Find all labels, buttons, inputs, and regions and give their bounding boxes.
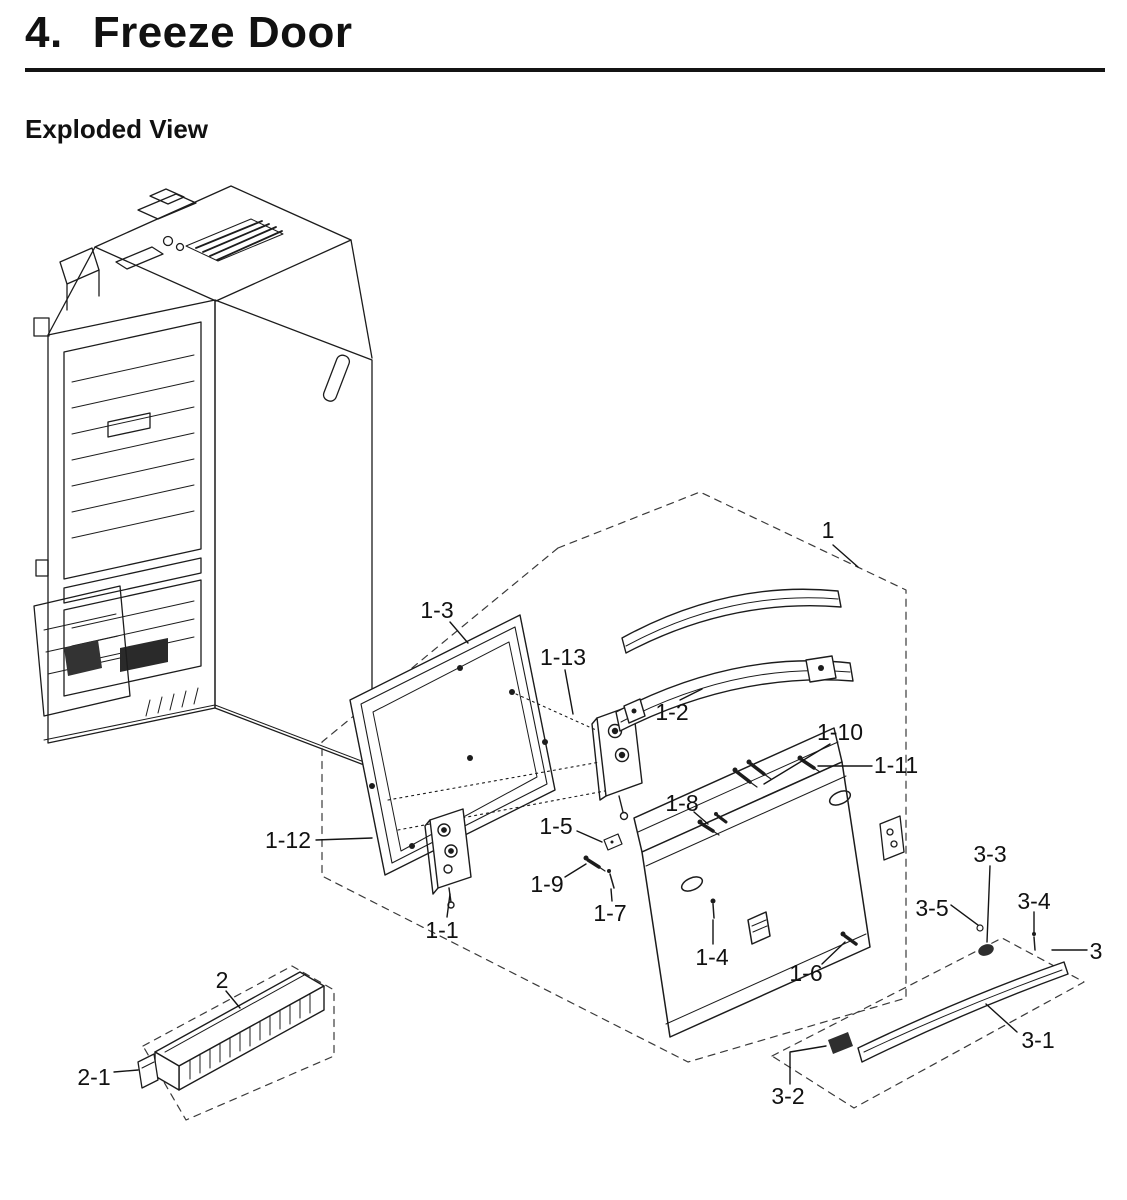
part-label-3-3: 3-3 <box>973 841 1006 867</box>
part-label-1-1: 1-1 <box>425 917 458 943</box>
exploded-view-heading: Exploded View <box>25 114 209 144</box>
part-label-3-1: 3-1 <box>1021 1027 1054 1053</box>
part-hinge-middle-art <box>591 704 643 821</box>
part-label-1-7: 1-7 <box>593 900 626 926</box>
part-door-panel-art <box>633 727 871 1038</box>
part-tray-end-cap-art <box>137 1053 159 1089</box>
part-label-1-6: 1-6 <box>789 960 822 986</box>
assembly-boundary-door <box>321 491 907 1063</box>
fasteners-art <box>583 755 858 946</box>
assembly-boundary-trim <box>771 937 1085 1109</box>
part-label-1-13: 1-13 <box>540 644 586 670</box>
refrigerator-cabinet-art <box>33 185 373 769</box>
part-label-1-12: 1-12 <box>265 827 311 853</box>
part-label-2: 2 <box>216 967 229 993</box>
part-label-1-8: 1-8 <box>665 790 698 816</box>
page-title: 4. Freeze Door <box>25 8 1105 72</box>
part-trim-strip-art <box>828 924 1069 1063</box>
part-label-1-11: 1-11 <box>874 752 918 778</box>
part-label-1-4: 1-4 <box>695 944 728 970</box>
part-door-top-cap-art <box>621 588 842 654</box>
part-label-1-3: 1-3 <box>420 597 453 623</box>
part-hinge-lower-art <box>424 808 472 909</box>
part-label-3: 3 <box>1090 938 1103 964</box>
part-label-2-1: 2-1 <box>77 1064 110 1090</box>
part-label-3-2: 3-2 <box>771 1083 804 1109</box>
leader-lines <box>113 544 1088 1085</box>
part-label-1: 1 <box>822 517 835 543</box>
part-label-1-5: 1-5 <box>539 813 572 839</box>
part-side-bracket-art <box>879 815 905 861</box>
part-label-1-9: 1-9 <box>530 871 563 897</box>
part-label-1-10: 1-10 <box>817 719 863 745</box>
part-door-handle-art <box>615 655 854 732</box>
assembly-boundary-tray <box>142 965 335 1121</box>
section-number: 4. <box>25 8 63 57</box>
section-title-text: Freeze Door <box>92 8 353 57</box>
part-labels: 1 1-3 1-13 1-2 1-10 1-11 1-8 1-5 1-12 1-… <box>77 517 1102 1109</box>
part-tray-art <box>154 971 325 1091</box>
part-label-3-4: 3-4 <box>1017 888 1050 914</box>
part-label-3-5: 3-5 <box>915 895 948 921</box>
part-label-1-2: 1-2 <box>655 699 688 725</box>
